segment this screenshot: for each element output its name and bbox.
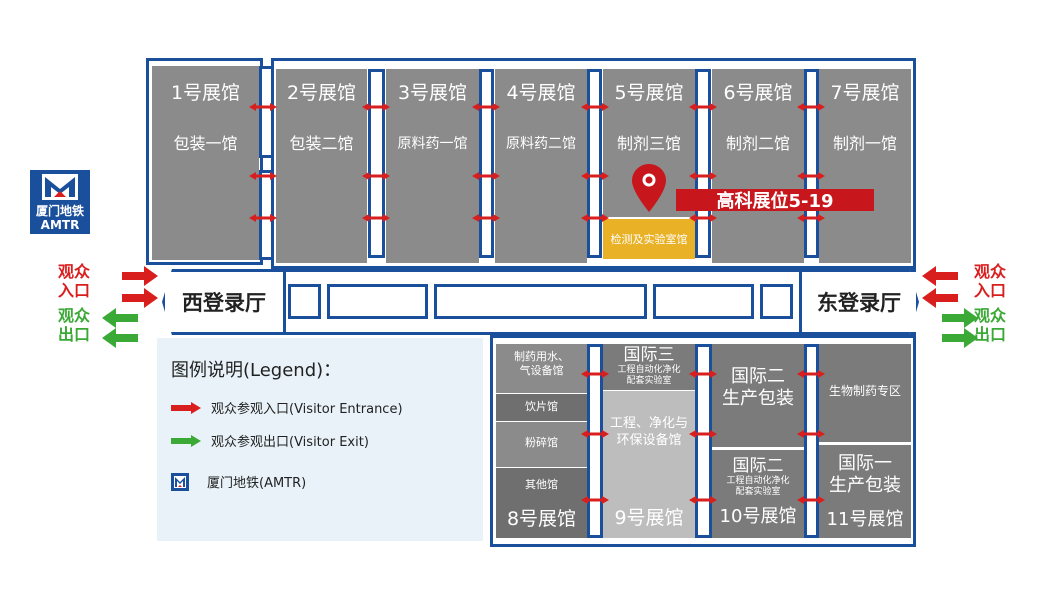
corridor-4-5 — [587, 69, 602, 258]
corridor-segment-1 — [288, 284, 321, 319]
corridor-10-11 — [804, 344, 819, 538]
south-halls-frame — [490, 335, 916, 547]
legend-exit-text: 观众参观出口(Visitor Exit) — [211, 435, 369, 450]
east-exit-arrow-icon — [942, 308, 978, 348]
west-exit-arrow-icon — [102, 308, 138, 348]
hall-10-mid-sub: 工程自动化净化 配套实验室 — [726, 476, 790, 497]
booth-text: 高科展位5-19 — [716, 191, 834, 212]
west-entrance-label: 观众 入口 — [57, 262, 90, 300]
legend-exit-row: 观众参观出口(Visitor Exit) — [171, 431, 369, 450]
hall-4-number: 4号展馆 — [506, 82, 576, 104]
corridor-1-2-upper — [259, 66, 274, 158]
hall-8-zone-1-label: 制药用水、 气设备馆 — [514, 350, 569, 377]
hall-10-packaging[interactable]: 国际二 生产包装 — [712, 344, 804, 447]
corridor-2-3 — [368, 69, 385, 258]
hall-7-number: 7号展馆 — [830, 82, 900, 104]
hall-9-main[interactable]: 工程、净化与 环保设备馆 9号展馆 — [603, 391, 695, 538]
west-entrance-arrow-icon — [122, 266, 158, 308]
hall-11-biopharma[interactable]: 生物制药专区 — [819, 344, 911, 442]
hall-8-zone-decoction[interactable]: 饮片馆 — [496, 394, 587, 421]
hall-5-lab-label: 检测及实验室馆 — [610, 233, 688, 246]
hall-2-subtitle: 包装二馆 — [289, 134, 354, 153]
hall-5-number: 5号展馆 — [614, 82, 684, 104]
east-exit-label: 观众 出口 — [973, 306, 1006, 344]
hall-7[interactable]: 7号展馆 制剂一馆 — [819, 69, 911, 263]
legend-entrance-row: 观众参观入口(Visitor Entrance) — [171, 398, 403, 417]
legend-entrance-text: 观众参观入口(Visitor Entrance) — [211, 402, 403, 417]
hall-3-number: 3号展馆 — [397, 82, 468, 104]
green-arrow-icon — [171, 434, 201, 447]
hall-5-lab-zone[interactable]: 检测及实验室馆 — [603, 219, 695, 259]
corridor-segment-4 — [653, 284, 754, 319]
hall-1-subtitle: 包装一馆 — [173, 134, 238, 153]
hall-11-packaging[interactable]: 国际一 生产包装 11号展馆 — [819, 443, 911, 538]
location-pin-icon — [632, 164, 666, 212]
hall-11-number: 11号展馆 — [826, 509, 904, 530]
hall-10-number: 10号展馆 — [719, 506, 797, 527]
east-lobby-label: 东登录厅 — [817, 291, 901, 315]
corridor-8-9 — [587, 344, 603, 538]
legend-metro-text: 厦门地铁(AMTR) — [207, 476, 307, 491]
hall-10-mid-label: 国际二 — [732, 456, 784, 476]
legend-title: 图例说明(Legend)： — [171, 360, 342, 381]
hall-5-subtitle: 制剂三馆 — [616, 134, 681, 153]
hall-8-zone-other[interactable]: 其他馆 8号展馆 — [496, 468, 587, 538]
corridor-segment-2 — [327, 284, 428, 319]
west-lobby-label: 西登录厅 — [182, 291, 266, 315]
hall-9-top-label: 国际三 — [623, 345, 675, 365]
hall-9-top-sub: 工程自动化净化 配套实验室 — [617, 365, 681, 386]
west-exit-label: 观众 出口 — [57, 306, 90, 344]
hall-8-number: 8号展馆 — [506, 508, 577, 530]
hall-4-subtitle: 原料药二馆 — [506, 136, 576, 152]
corridor-3-4 — [479, 69, 494, 258]
corridor-1-2-lower — [259, 170, 274, 260]
hall-4[interactable]: 4号展馆 原料药二馆 — [495, 69, 587, 263]
corridor-9-10 — [695, 344, 712, 538]
metro-m-icon — [42, 174, 78, 200]
hall-8-zone-4-label: 其他馆 — [525, 478, 558, 491]
east-entrance-arrow-icon — [922, 266, 958, 308]
hall-3-subtitle: 原料药一馆 — [397, 136, 468, 152]
hall-10-top-label: 国际二 生产包装 — [722, 366, 794, 409]
hall-7-subtitle: 制剂一馆 — [832, 134, 897, 153]
hall-10-lab[interactable]: 国际二 工程自动化净化 配套实验室 10号展馆 — [712, 448, 804, 538]
east-entrance-label: 观众 入口 — [973, 262, 1006, 300]
hall-3[interactable]: 3号展馆 原料药一馆 — [386, 69, 479, 263]
corridor-segment-3 — [434, 284, 647, 319]
west-lobby[interactable]: 西登录厅 — [162, 269, 286, 335]
hall-11-mid-label: 国际一 生产包装 — [829, 453, 901, 496]
hall-2-number: 2号展馆 — [286, 82, 357, 104]
hall-8-zone-water[interactable]: 制药用水、 气设备馆 — [496, 344, 587, 393]
hall-8-zone-crushing[interactable]: 粉碎馆 — [496, 422, 587, 467]
corridor-segment-5 — [760, 284, 793, 319]
hall-6-number: 6号展馆 — [723, 82, 793, 104]
hall-8-zone-3-label: 粉碎馆 — [525, 436, 558, 449]
north-halls-frame — [271, 58, 916, 269]
legend-panel: 图例说明(Legend)： 观众参观入口(Visitor Entrance) 观… — [157, 338, 483, 541]
booth-label[interactable]: 高科展位5-19 — [676, 189, 874, 212]
hall-1[interactable]: 1号展馆 包装一馆 — [152, 66, 259, 260]
metro-logo: 厦门地铁 AMTR — [30, 170, 90, 234]
red-arrow-icon — [171, 401, 201, 414]
metro-en-label: AMTR — [40, 218, 80, 232]
east-lobby[interactable]: 东登录厅 — [799, 269, 919, 335]
hall-1-frame — [146, 58, 263, 265]
hall-9-mid-label: 工程、净化与 环保设备馆 — [609, 416, 688, 448]
hall-8-zone-2-label: 饮片馆 — [525, 400, 558, 413]
hall-9-international-3[interactable]: 国际三 工程自动化净化 配套实验室 — [603, 344, 695, 390]
hall-6-subtitle: 制剂二馆 — [725, 134, 790, 153]
hall-2[interactable]: 2号展馆 包装二馆 — [276, 69, 367, 263]
hall-11-top-label: 生物制药专区 — [828, 384, 901, 398]
registration-corridor — [271, 269, 916, 335]
metro-cn-label: 厦门地铁 — [35, 204, 84, 218]
legend-metro-row: 厦门地铁(AMTR) — [171, 472, 306, 491]
hall-9-number: 9号展馆 — [614, 507, 684, 529]
hall-1-number: 1号展馆 — [170, 82, 241, 104]
metro-small-icon — [171, 472, 189, 491]
hall-6[interactable]: 6号展馆 制剂二馆 — [712, 69, 804, 263]
